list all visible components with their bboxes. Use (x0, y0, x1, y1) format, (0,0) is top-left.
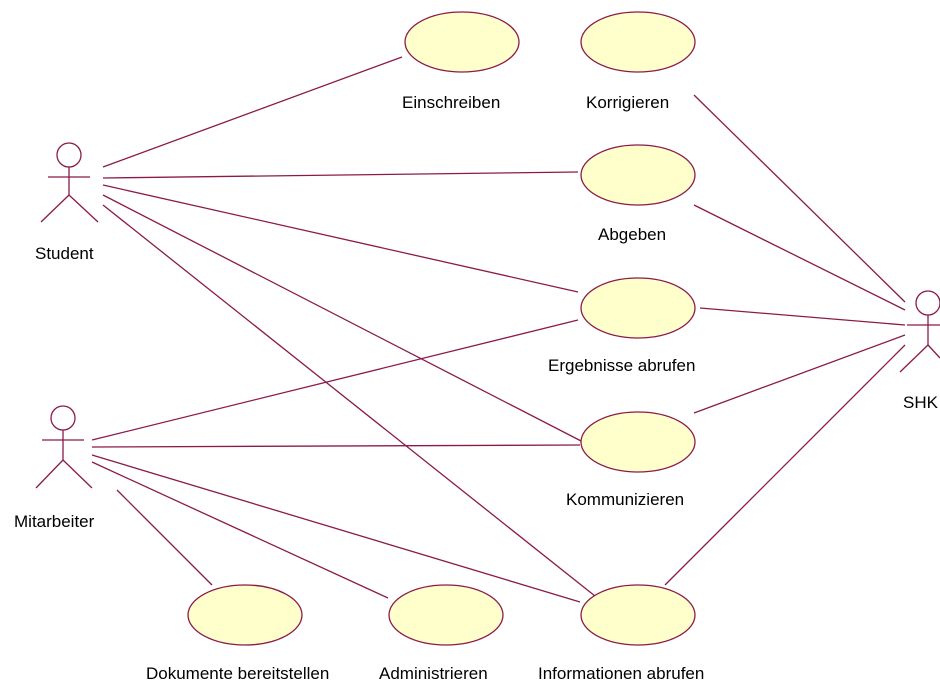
actor-shk-label: SHK (903, 393, 939, 412)
usecase-korrigieren-label: Korrigieren (586, 93, 669, 112)
usecase-kommunizieren-label: Kommunizieren (566, 490, 684, 509)
actor-student-label: Student (35, 244, 94, 263)
association-student-abgeben (102, 171, 579, 179)
association-shk-korrigieren (693, 94, 906, 303)
actor-shk-right-leg (927, 344, 940, 359)
actor-shk[interactable] (899, 290, 940, 373)
usecase-administrieren[interactable]: Administrieren (379, 584, 504, 683)
usecase-abgeben[interactable]: Abgeben (580, 144, 696, 244)
association-mitarbeiter-kommunizieren (91, 444, 581, 448)
usecase-administrieren-label: Administrieren (379, 664, 488, 683)
actor-mitarbeiter-left-leg (35, 459, 64, 489)
usecase-korrigieren[interactable]: Korrigieren (580, 11, 696, 112)
usecase-ergebnisse-abrufen[interactable]: Ergebnisse abrufen (548, 277, 696, 375)
actor-student-head (56, 142, 82, 168)
actor-mitarbeiter[interactable] (35, 405, 93, 489)
usecase-abgeben-label: Abgeben (598, 225, 666, 244)
actor-shk-left-leg (899, 344, 929, 373)
association-mitarbeiter-dokumente (116, 489, 213, 586)
association-shk-ergebnisse (699, 307, 906, 326)
association-mitarbeiter-ergebnisse (91, 319, 579, 441)
association-shk-kommunizieren (693, 334, 906, 414)
actor-mitarbeiter-head (50, 405, 76, 431)
association-student-kommunizieren (102, 194, 584, 443)
association-mitarbeiter-informationen (91, 454, 581, 603)
associations (91, 56, 906, 603)
association-student-einschreiben (102, 56, 403, 168)
actor-shk-head (915, 290, 940, 316)
association-mitarbeiter-administrieren (91, 461, 389, 599)
usecase-einschreiben[interactable]: Einschreiben (402, 11, 520, 112)
usecase-ergebnisse-abrufen-label: Ergebnisse abrufen (548, 356, 695, 375)
usecase-kommunizieren[interactable]: Kommunizieren (566, 411, 696, 509)
association-shk-abgeben (693, 204, 906, 311)
usecase-informationen-abrufen-label: Informationen abrufen (538, 664, 704, 683)
usecase-dokumente-bereitstellen-label: Dokumente bereitstellen (146, 664, 329, 683)
actor-student-right-leg (68, 194, 99, 223)
usecase-informationen-abrufen[interactable]: Informationen abrufen (538, 584, 704, 683)
association-student-informationen (102, 204, 601, 601)
association-student-ergebnisse (102, 184, 579, 293)
association-shk-informationen (664, 344, 906, 586)
actor-mitarbeiter-right-leg (62, 459, 93, 489)
actor-student-left-leg (40, 194, 70, 223)
usecases: Einschreiben Korrigieren Abgeben Ergebni… (146, 11, 704, 683)
actor-student[interactable] (40, 142, 99, 223)
usecase-dokumente-bereitstellen[interactable]: Dokumente bereitstellen (146, 584, 329, 683)
actors: Student Mitarbeiter SHK (14, 142, 940, 531)
usecase-einschreiben-label: Einschreiben (402, 93, 500, 112)
actor-mitarbeiter-label: Mitarbeiter (14, 512, 95, 531)
